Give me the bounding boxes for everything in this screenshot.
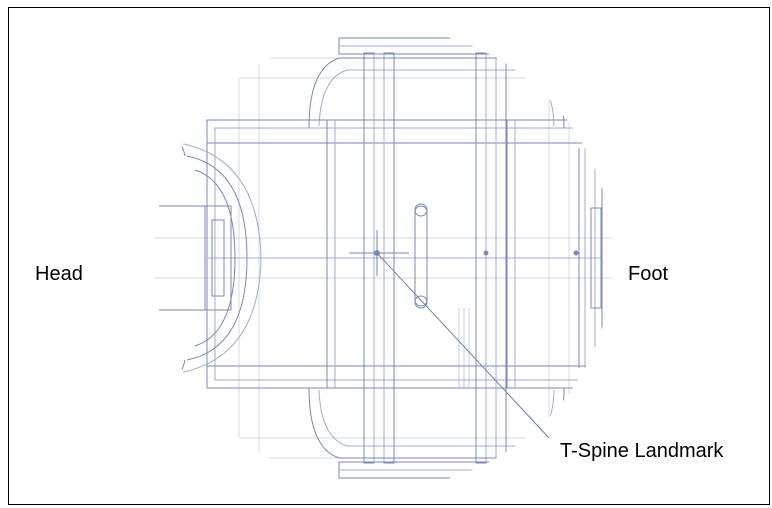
center-slot [414, 203, 428, 309]
scanner-table-diagram [153, 28, 613, 488]
table-outline [206, 119, 603, 389]
landmark-crosshair [349, 230, 579, 276]
hatch [458, 308, 470, 388]
head-label: Head [35, 263, 83, 285]
foot-end [578, 148, 602, 368]
foot-label: Foot [628, 263, 669, 285]
circular-field-of-view [153, 28, 613, 488]
rail-left [363, 52, 395, 464]
top-bracket [308, 37, 565, 129]
t-spine-landmark-label: T-Spine Landmark [560, 440, 724, 462]
diagram-frame: Head Foot T-Spine Landmark [8, 7, 770, 505]
landmark-pointer-line [376, 252, 550, 439]
bottom-bracket [308, 387, 565, 479]
